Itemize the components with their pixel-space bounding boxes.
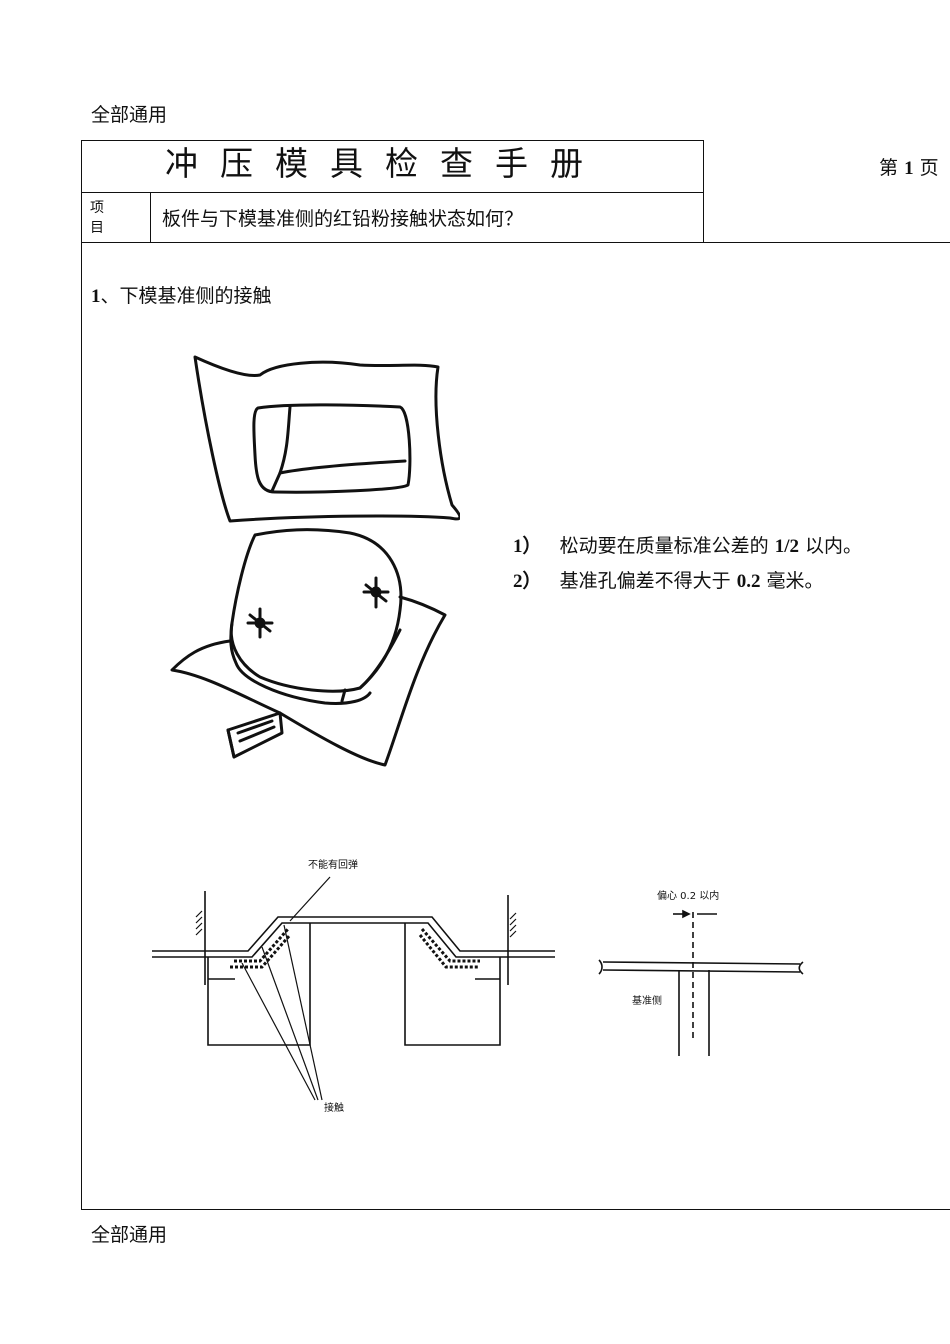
point-1-value: 1/2 [774,536,799,557]
die-punch-outline [229,528,403,693]
section-number: 1 [91,286,101,307]
point-2: 2） 基准孔偏差不得大于 0.2 毫米。 [513,566,823,593]
label-offset: 偏心 0.2 以内 [657,889,719,902]
die-contact-sketch [170,355,460,767]
table-left-border [81,140,82,1210]
title-row-divider [81,192,704,193]
label-contact: 接触 [324,1101,344,1114]
section-title: 、下模基准侧的接触 [100,285,272,307]
die-base-sheet [170,595,447,767]
page-number: 第 1 页 [879,153,939,180]
section-heading: 1、下模基准侧的接触 [91,281,272,308]
page-number-value: 1 [904,158,914,179]
label-datum-side: 基准侧 [632,994,662,1007]
left-die-body [207,923,311,1046]
top-note: 全部通用 [91,104,168,126]
item-row-divider [81,242,950,243]
table-top-border [81,140,704,141]
contact-shading-left [230,928,292,969]
item-label-line1: 项 [90,200,104,216]
item-label-line2: 目 [90,220,104,236]
contact-shading-right [418,928,480,969]
point-1-suffix: 以内。 [798,535,863,557]
bottom-note: 全部通用 [91,1224,168,1246]
right-die-body [404,923,501,1046]
point-2-suffix: 毫米。 [760,570,824,592]
point-1: 1） 松动要在质量标准公差的 1/2 以内。 [513,531,862,558]
item-label-divider [150,192,151,243]
datum-hole-detail: 偏心 0.2 以内 基准侧 [598,889,804,1056]
cross-section-diagram: 不能有回弹 接触 [152,858,555,1114]
label-no-springback: 不能有回弹 [308,858,358,871]
panel-hole-outline [252,403,412,494]
point-2-value: 0.2 [736,571,761,592]
section-sheet [152,916,555,952]
point-2-number: 2） [513,571,542,592]
page-title: 冲压模具检查手册 [165,144,605,183]
item-text: 板件与下模基准侧的红铅粉接触状态如何？ [162,208,524,230]
page-number-prefix: 第 [879,157,899,179]
table-bottom-border [81,1209,950,1210]
point-1-number: 1） [513,536,542,557]
point-1-text: 松动要在质量标准公差的 [559,535,775,557]
point-2-text: 基准孔偏差不得大于 [559,570,737,592]
panel-sheet-outline [193,355,460,523]
item-label: 项 目 [90,198,120,238]
page-number-suffix: 页 [919,157,939,179]
title-right-border [703,140,704,243]
